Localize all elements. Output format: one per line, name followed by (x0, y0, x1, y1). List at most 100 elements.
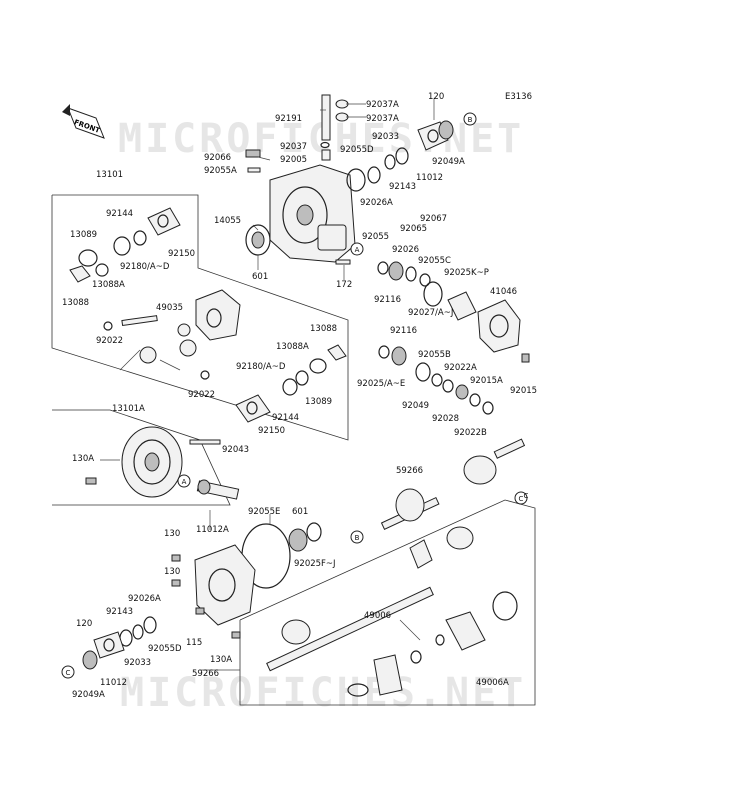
plate-13088 (69, 265, 91, 283)
part-label: 92055E (248, 507, 280, 517)
ref-marker-a-top (350, 242, 364, 256)
ring-92025f (306, 522, 322, 542)
part-label: 92022A (444, 363, 477, 373)
housing-11012a (194, 544, 256, 626)
part-label: 13089 (305, 397, 332, 407)
ring-92026 (405, 266, 417, 282)
spring-13089 (78, 249, 98, 267)
part-label: 92066 (204, 153, 231, 163)
svg-text:B: B (468, 116, 473, 124)
shim-92180 (133, 230, 147, 246)
ring-92055c (419, 273, 431, 287)
axle-frame (239, 499, 536, 706)
ring-92143-b (132, 624, 144, 640)
plug (245, 149, 261, 158)
bolt-130a-b (231, 631, 241, 639)
diff-case-49035 (195, 289, 241, 341)
cover-plate (447, 291, 477, 321)
part-label: 92116 (374, 295, 401, 305)
part-label: 92033 (372, 132, 399, 142)
ring-92025 (378, 345, 390, 359)
part-label: 130 (164, 567, 180, 577)
part-label: 13088 (310, 324, 337, 334)
part-label: 92150 (258, 426, 285, 436)
svg-text:C: C (524, 492, 529, 500)
part-label: 92022 (96, 336, 123, 346)
boot-49006a (435, 591, 518, 651)
output-housing-41046 (477, 299, 521, 353)
svg-text:A: A (182, 478, 187, 486)
plate-13088-b (327, 344, 347, 361)
bearing-92116-b (391, 346, 407, 366)
diff-case-cover (147, 207, 181, 236)
part-label: 92055B (418, 350, 451, 360)
ring-92015a (469, 393, 481, 407)
part-label: 13088A (92, 280, 125, 290)
diff-gear-frame (51, 194, 349, 441)
part-label: 172 (336, 280, 352, 290)
svg-text:C: C (66, 669, 71, 677)
part-label: 11012A (196, 525, 229, 535)
ring-92049 (415, 362, 431, 382)
drive-shaft-top (380, 438, 526, 530)
part-label: 92049A (432, 157, 465, 167)
part-label: 92043 (222, 445, 249, 455)
bearing-cover-bottom (93, 631, 125, 659)
part-label: 92037 (280, 142, 307, 152)
part-label: 11012 (100, 678, 127, 688)
part-label: 49006 (364, 611, 391, 621)
part-label: 49035 (156, 303, 183, 313)
part-label: 92055 (362, 232, 389, 242)
part-label: 92143 (106, 607, 133, 617)
bolt-130a (85, 477, 97, 485)
part-label: 92037A (366, 100, 399, 110)
part-label: 92028 (432, 414, 459, 424)
ring-92022b (482, 401, 494, 415)
ref-marker-a-ring (177, 474, 191, 488)
ref-marker-b-shaft (350, 530, 364, 544)
pinion-gear-b (179, 339, 197, 357)
part-label: 92033 (124, 658, 151, 668)
oil-seal-a (367, 166, 381, 184)
leader-lines (100, 98, 435, 671)
spacer-top (384, 154, 396, 170)
part-label: 92049 (402, 401, 429, 411)
ring-gear-13101a (121, 426, 183, 498)
part-label: 59266 (192, 669, 219, 679)
part-label: 92025/A~E (357, 379, 405, 389)
part-label: 92055A (204, 166, 237, 176)
diagram-code: E3136 (505, 92, 532, 102)
ring-92055 (377, 261, 389, 275)
boot-49006 (347, 650, 422, 697)
part-label: 13101A (112, 404, 145, 414)
front-arrow-icon: FRONT (62, 104, 105, 139)
washer-92022-a (103, 321, 113, 331)
part-label: 130 (164, 529, 180, 539)
part-label: 92005 (280, 155, 307, 165)
part-label: 130A (72, 454, 94, 464)
watermark-bottom: MICROFICHES.NET (120, 670, 526, 716)
part-label: 92026 (392, 245, 419, 255)
bearing-601-b (288, 528, 308, 552)
part-label: 11012 (416, 173, 443, 183)
svg-text:A: A (355, 246, 360, 254)
part-label: 92049A (72, 690, 105, 700)
ref-marker-c-bottom (61, 665, 75, 679)
part-label: 120 (428, 92, 444, 102)
bearing-92116-a (388, 261, 404, 281)
shim-92180-b (295, 370, 309, 386)
ref-marker-b-top (463, 112, 477, 126)
part-label: 92015A (470, 376, 503, 386)
plate-13088a (95, 263, 109, 277)
oil-seal-top (438, 120, 454, 140)
ref-marker-c-right (514, 491, 528, 505)
part-label: 92065 (400, 224, 427, 234)
part-label: 92144 (272, 413, 299, 423)
part-label: 92055D (340, 145, 374, 155)
bolt-130-a (171, 554, 181, 562)
part-label: 92022 (188, 390, 215, 400)
part-label: 13088A (276, 342, 309, 352)
part-label: 13088 (62, 298, 89, 308)
drive-shaft-bottom (266, 526, 474, 672)
